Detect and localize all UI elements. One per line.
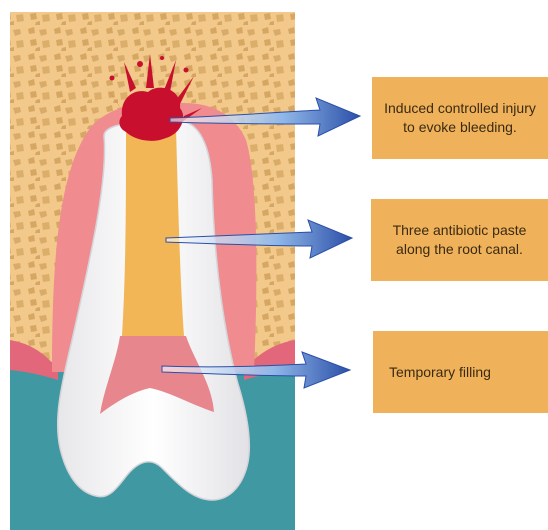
label-injury-line1: Induced controlled injury — [384, 99, 536, 118]
label-filling-line1: Temporary filling — [389, 363, 491, 382]
label-injury-line2: to evoke bleeding. — [384, 118, 536, 137]
label-temporary-filling: Temporary filling — [373, 331, 548, 413]
label-antibiotic-paste: Three antibiotic paste along the root ca… — [371, 199, 548, 281]
label-paste-line1: Three antibiotic paste — [393, 221, 527, 240]
label-injury: Induced controlled injury to evoke bleed… — [372, 77, 548, 159]
label-paste-line2: along the root canal. — [393, 240, 527, 259]
root-canal-paste — [122, 128, 184, 336]
